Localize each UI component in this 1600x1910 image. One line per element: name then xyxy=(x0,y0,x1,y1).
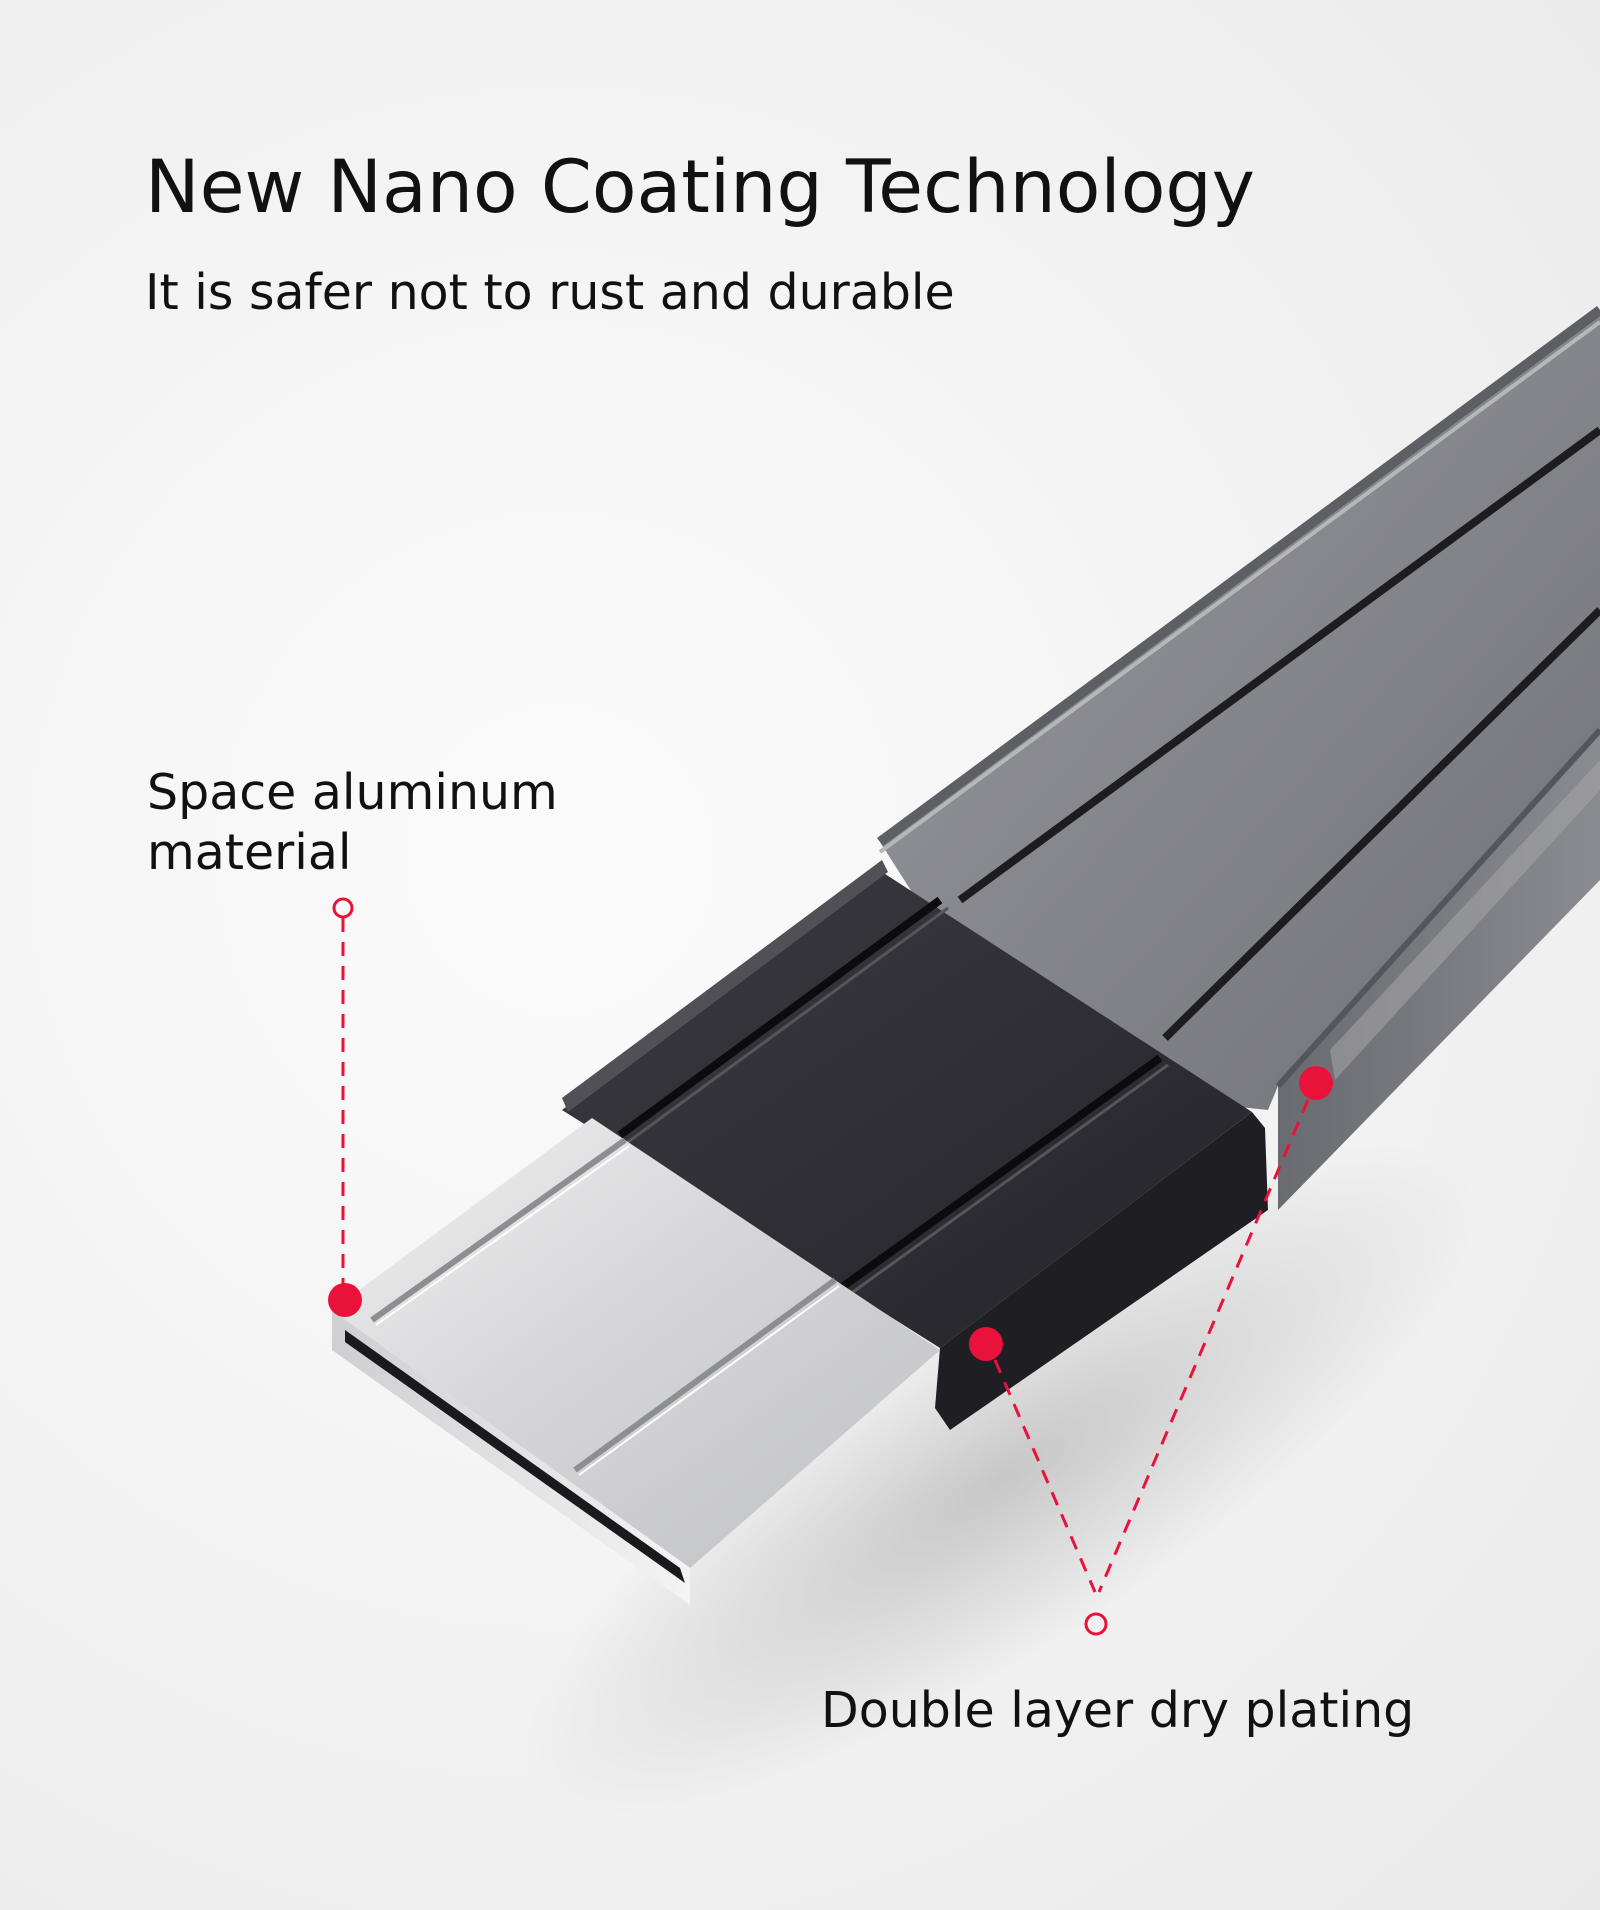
callout-anchor-ring xyxy=(1084,1612,1108,1636)
callout-label-aluminum: Space aluminum material xyxy=(147,764,558,881)
gray-outer-layer xyxy=(877,305,1600,1210)
callout-bottom xyxy=(969,1066,1333,1636)
headline: New Nano Coating Technology xyxy=(145,145,1255,230)
cast-shadow xyxy=(521,1143,1479,1817)
subheadline: It is safer not to rust and durable xyxy=(145,264,955,321)
marker-dot-gray-layer xyxy=(1299,1066,1333,1100)
black-middle-layer xyxy=(562,860,1268,1430)
marker-dot-aluminum xyxy=(328,1283,362,1317)
callout-anchor-ring xyxy=(332,897,354,919)
callout-left xyxy=(328,897,362,1317)
silver-inner-layer xyxy=(332,1118,940,1605)
callout-label-plating: Double layer dry plating xyxy=(821,1682,1415,1739)
marker-dot-black-layer xyxy=(969,1327,1003,1361)
